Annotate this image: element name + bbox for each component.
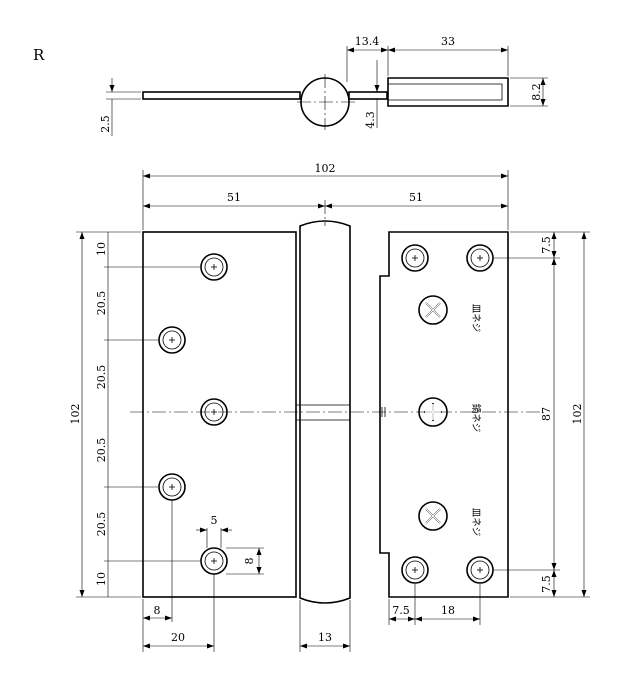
dim-pitch-4: 20.5 — [95, 512, 108, 537]
dim-right-height: 102 — [571, 404, 584, 425]
dim-right-top-7-5: 7.5 — [540, 236, 553, 254]
dim-knuckle-width: 13 — [318, 631, 332, 644]
dim-2-5: 2.5 — [99, 115, 112, 133]
dim-pitch-3: 20.5 — [95, 438, 108, 463]
hole-left-2 — [158, 326, 186, 354]
hole-right-top-left — [401, 244, 429, 272]
screw-label-bottom: 皿ネジ — [470, 508, 481, 537]
countersunk-screw-bottom-icon — [418, 501, 448, 531]
hole-right-top-right — [466, 244, 494, 272]
dim-13-4: 13.4 — [355, 35, 380, 48]
dim-left-height: 102 — [69, 404, 82, 425]
dim-edge-20: 20 — [171, 631, 185, 644]
top-right-leaf-outer — [387, 77, 509, 107]
countersunk-screw-top-icon — [418, 295, 448, 325]
screw-label-top: 皿ネジ — [470, 304, 481, 333]
dim-half-right: 51 — [409, 191, 423, 204]
dim-right-bottom-7-5: 7.5 — [540, 575, 553, 593]
dim-4-3: 4.3 — [364, 111, 377, 129]
dim-top-offset: 10 — [95, 242, 108, 256]
dim-bottom-offset: 10 — [95, 572, 108, 586]
front-view: 皿ネジ 鍋ネジ 皿ネジ 102 51 51 102 10 20.5 20.5 2… — [69, 162, 590, 652]
dim-right-edge-7-5: 7.5 — [392, 604, 410, 617]
dim-pitch-1: 20.5 — [95, 291, 108, 316]
top-right-leaf-inner — [388, 83, 503, 101]
dim-33: 33 — [441, 35, 455, 48]
top-right-stub — [348, 91, 388, 100]
dim-half-left: 51 — [227, 191, 241, 204]
hole-right-bottom-right — [466, 556, 494, 584]
dim-hole-width: 5 — [211, 514, 218, 527]
hole-right-bottom-left — [401, 556, 429, 584]
screw-label-middle: 鍋ネジ — [470, 404, 482, 433]
hole-left-4 — [158, 473, 186, 501]
hole-left-1 — [200, 253, 228, 281]
left-leaf — [142, 231, 297, 598]
dim-8-2: 8.2 — [530, 83, 543, 101]
pan-screw-middle-icon — [418, 397, 448, 427]
dim-hole-span: 87 — [540, 407, 553, 421]
top-left-leaf — [142, 91, 301, 100]
top-view: 13.4 33 8.2 2.5 4.3 — [99, 35, 548, 136]
hole-left-3 — [200, 398, 228, 426]
dim-right-pitch-18: 18 — [441, 604, 455, 617]
dim-overall-width: 102 — [315, 162, 336, 175]
dim-pitch-2: 20.5 — [95, 365, 108, 390]
hole-left-5 — [200, 547, 228, 575]
dim-edge-8: 8 — [154, 604, 161, 617]
right-leaf — [379, 231, 509, 598]
view-label: R — [33, 46, 45, 64]
dim-hole-height: 8 — [243, 558, 256, 565]
